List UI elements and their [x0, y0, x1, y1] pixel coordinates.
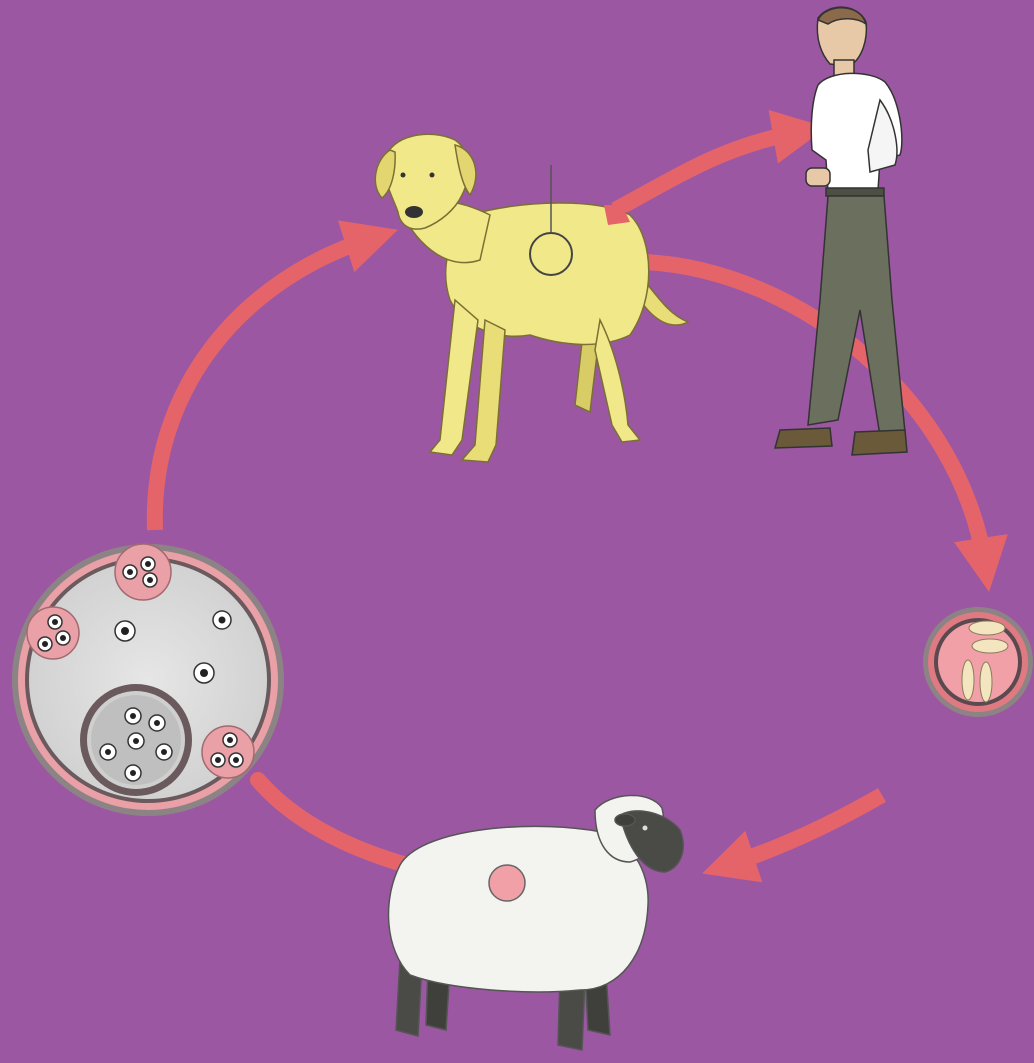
liver-marker	[489, 865, 525, 901]
daughter-cyst	[80, 684, 192, 796]
arrow-cyst-to-dog	[155, 238, 372, 530]
arrow-egg-to-sheep	[728, 795, 882, 865]
dog-icon	[375, 134, 688, 462]
human-icon	[775, 7, 907, 455]
brood-capsule-left	[27, 607, 79, 659]
brood-capsule-top	[115, 544, 171, 600]
arrow-dog-to-human	[615, 132, 800, 210]
brood-capsule-right	[202, 726, 254, 778]
intestine-marker	[530, 233, 572, 275]
egg-icon	[923, 607, 1033, 717]
hydatid-cyst-icon	[12, 544, 284, 816]
sheep-icon	[389, 795, 684, 1050]
